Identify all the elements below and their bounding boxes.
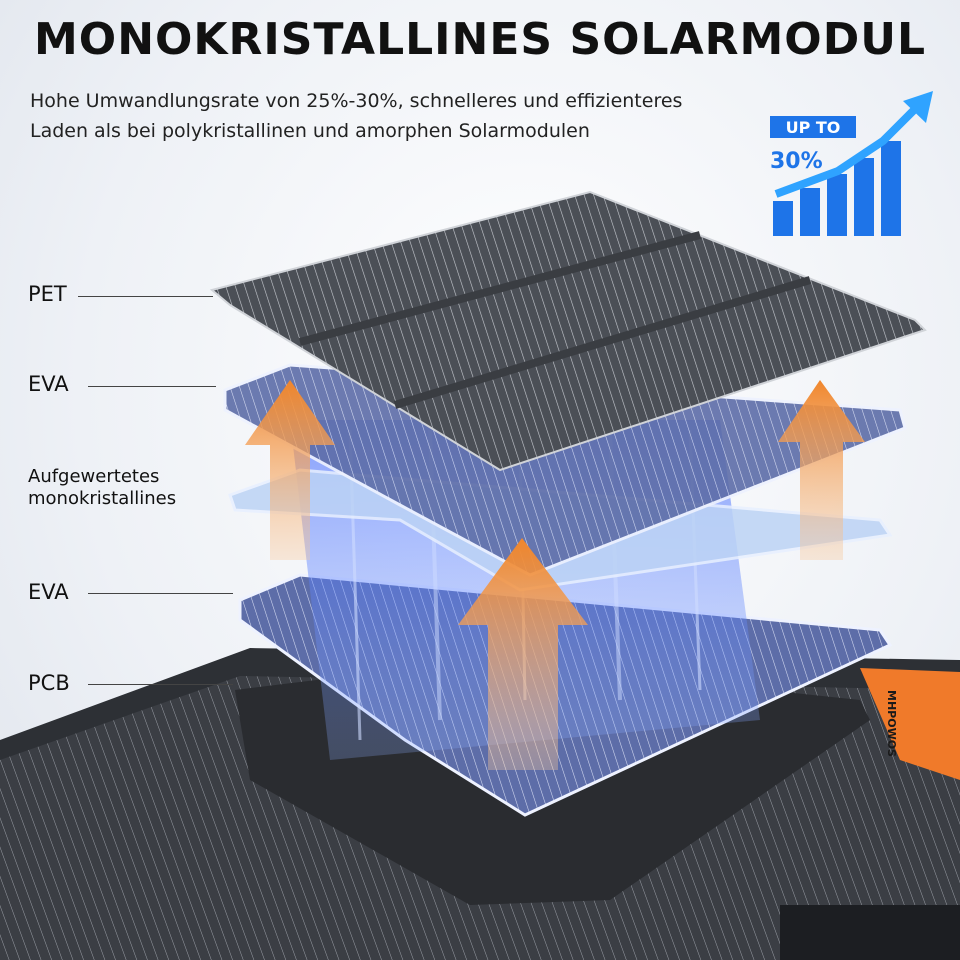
label-mono-line-2: monokristallines	[28, 488, 177, 509]
page-title: MONOKRISTALLINES SOLARMODUL	[34, 14, 926, 65]
brand-text: MHPOWOS	[885, 690, 898, 757]
arrow-up-center-icon	[458, 538, 588, 770]
growth-chart-icon: UP TO 30%	[770, 91, 933, 236]
label-mono: Aufgewertetes monokristallines	[28, 466, 176, 510]
leader-eva-top	[88, 386, 216, 387]
leader-pet	[78, 296, 213, 297]
subtitle-line-2: Laden als bei polykristallinen und amorp…	[30, 120, 590, 142]
heat-arrows	[245, 380, 865, 770]
label-mono-line-1: Aufgewertetes	[28, 466, 160, 487]
arrow-up-right-icon	[778, 380, 865, 560]
subtitle-line-1: Hohe Umwandlungsrate von 25%-30%, schnel…	[30, 90, 683, 112]
label-pet: PET	[28, 282, 67, 306]
svg-text:UP TO: UP TO	[786, 118, 841, 137]
leader-pcb	[88, 684, 233, 685]
efficiency-badge: UP TO 30%	[768, 86, 948, 246]
pet-layer	[209, 190, 927, 472]
label-eva-top: EVA	[28, 372, 69, 396]
subtitle: Hohe Umwandlungsrate von 25%-30%, schnel…	[30, 86, 790, 146]
arrow-up-left-icon	[245, 380, 335, 560]
label-eva-bottom: EVA	[28, 580, 69, 604]
svg-text:30%: 30%	[770, 149, 823, 174]
leader-eva-bottom	[88, 593, 233, 594]
label-pcb: PCB	[28, 671, 70, 695]
